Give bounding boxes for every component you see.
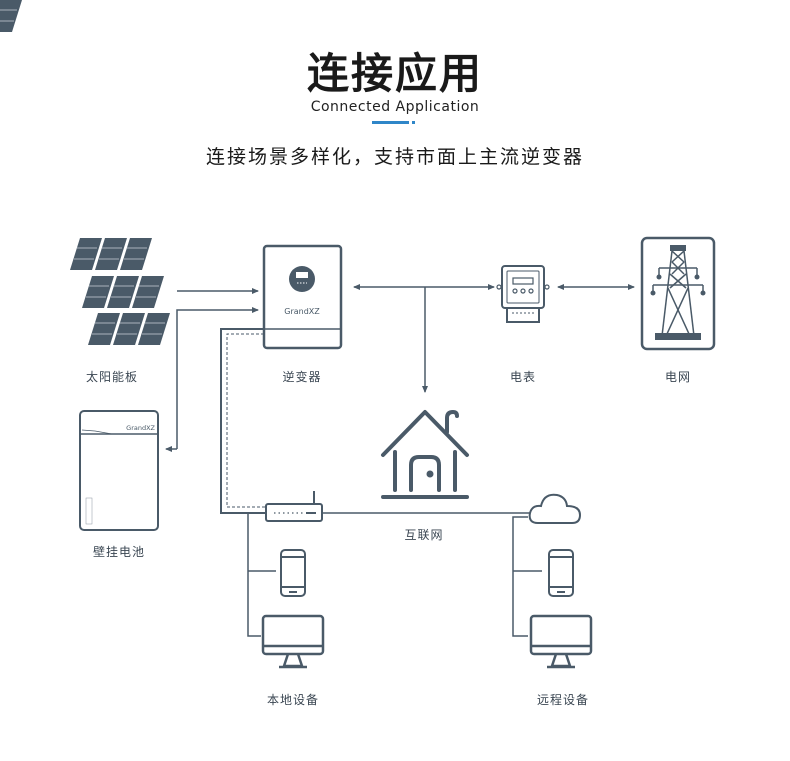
inverter-icon: GrandXZ (262, 244, 343, 350)
cloud-icon (528, 493, 582, 524)
wall-battery-icon: GrandXZ (79, 410, 159, 531)
tagline: 连接场景多样化，支持市面上主流逆变器 (205, 146, 584, 168)
inverter-brand: GrandXZ (284, 307, 320, 316)
grid-label: 电网 (664, 370, 691, 384)
battery-label: 壁挂电池 (92, 545, 145, 559)
title-underline-dot (412, 121, 415, 124)
remote-devices-label: 远程设备 (536, 693, 589, 707)
inverter-label: 逆变器 (282, 370, 322, 384)
power-tower-icon (640, 236, 716, 351)
router-icon (265, 491, 323, 522)
solar-panel-icon (0, 0, 171, 346)
page-subtitle: Connected Application (310, 99, 480, 115)
meter-label: 电表 (509, 370, 536, 384)
battery-brand: GrandXZ (126, 424, 155, 432)
remote-phone-icon (548, 549, 574, 597)
solar-label: 太阳能板 (85, 370, 138, 384)
remote-monitor-icon (529, 614, 593, 669)
local-devices-label: 本地设备 (266, 693, 319, 707)
house-icon (381, 410, 469, 499)
page-title: 连接应用 (306, 49, 483, 98)
internet-label: 互联网 (404, 528, 444, 542)
local-phone-icon (280, 549, 306, 597)
electric-meter-icon (496, 265, 550, 323)
local-monitor-icon (261, 614, 325, 669)
title-underline (372, 121, 409, 124)
